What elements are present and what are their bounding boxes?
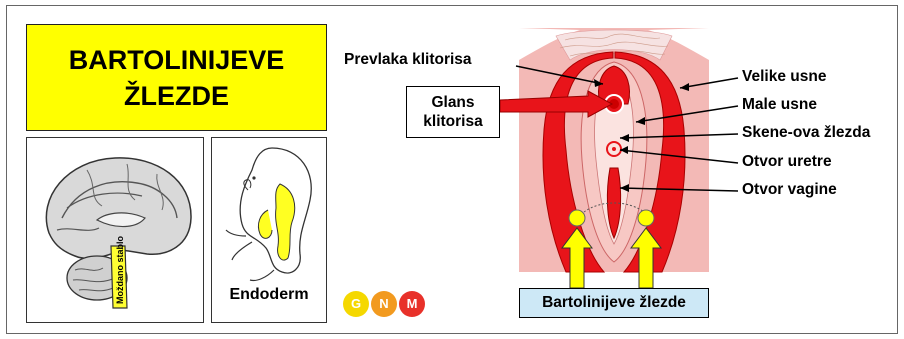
- brainstem-label: Moždano stablo: [115, 236, 125, 304]
- brain-illustration: Moždano stablo: [27, 138, 205, 324]
- title-line-1: BARTOLINIJEVE: [69, 42, 285, 78]
- endoderm-label: Endoderm: [212, 286, 326, 304]
- embryo-illustration: [212, 138, 328, 288]
- title-box: BARTOLINIJEVE ŽLEZDE: [26, 24, 327, 131]
- logo-letter-g: G: [343, 291, 369, 317]
- label-male-usne: Male usne: [742, 96, 817, 114]
- label-otvor-uretre: Otvor uretre: [742, 153, 832, 171]
- label-glans-klitorisa-box: Glans klitorisa: [406, 86, 500, 138]
- glans-line-1: Glans: [431, 93, 474, 112]
- brain-panel: Moždano stablo: [26, 137, 204, 323]
- label-bartolinijeve-zlezde: Bartolinijeve žlezde: [519, 288, 709, 318]
- label-skene-zlezda: Skene-ova žlezda: [742, 124, 870, 142]
- title-line-2: ŽLEZDE: [69, 78, 285, 114]
- glans-line-2: klitorisa: [423, 112, 482, 131]
- label-velike-usne: Velike usne: [742, 68, 826, 86]
- embryo-panel: Endoderm: [211, 137, 327, 323]
- label-prevlaka-klitorisa: Prevlaka klitorisa: [344, 51, 472, 69]
- logo-letter-m: M: [399, 291, 425, 317]
- gnm-logo: G N M: [343, 291, 427, 317]
- logo-letter-n: N: [371, 291, 397, 317]
- label-otvor-vagine: Otvor vagine: [742, 181, 837, 199]
